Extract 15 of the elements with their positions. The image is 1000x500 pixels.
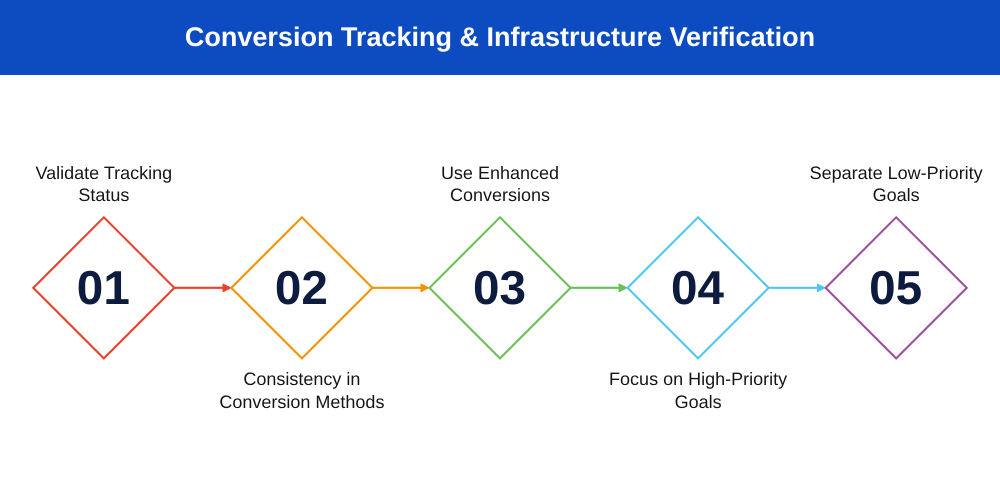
arrow: [372, 282, 430, 292]
arrow: [768, 282, 826, 292]
step-diamond: 04: [626, 216, 770, 360]
step-caption: Separate Low-Priority Goals: [808, 162, 984, 207]
step-caption: Use Enhanced Conversions: [440, 162, 560, 207]
title-banner: Conversion Tracking & Infrastructure Verification: [0, 0, 1000, 75]
step-diamond: 02: [230, 216, 374, 360]
step-diamond: 05: [824, 216, 968, 360]
step-caption: Focus on High-Priority Goals: [608, 368, 788, 414]
step-diamond: 01: [32, 216, 176, 360]
step-caption: Consistency in Conversion Methods: [218, 368, 386, 414]
arrow: [570, 282, 628, 292]
step-caption: Validate Tracking Status: [34, 162, 174, 207]
step-diamond: 03: [428, 216, 572, 360]
arrow: [174, 282, 232, 292]
